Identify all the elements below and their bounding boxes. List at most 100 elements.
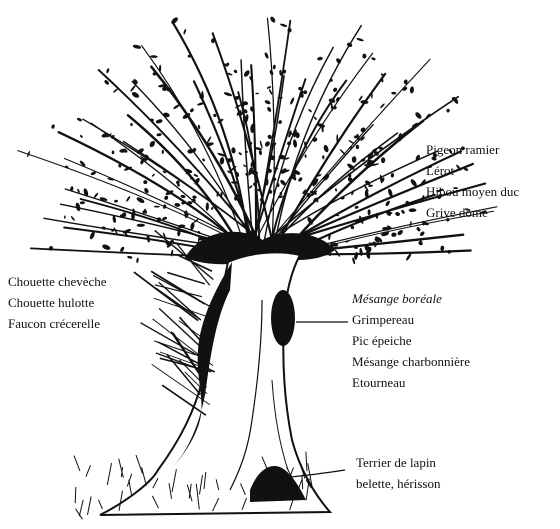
leaf [238, 152, 242, 156]
trunk [100, 252, 330, 515]
leaf [308, 109, 312, 113]
leaf [154, 206, 160, 208]
label-faucon-crecerelle: Faucon crécerelle [8, 313, 107, 334]
leaf [137, 224, 146, 227]
shrub-twig [140, 323, 198, 356]
leaf [126, 196, 131, 203]
leaf [266, 106, 272, 112]
leaf [293, 139, 298, 148]
label-mesange-charbonniere: Mésange charbonnière [352, 351, 470, 372]
leaf [51, 124, 56, 129]
leaf [346, 42, 353, 48]
leaf [93, 192, 99, 198]
leaf [380, 103, 386, 109]
leaf [163, 112, 171, 118]
leaf [440, 245, 445, 251]
grass-blade [136, 455, 142, 473]
leaf [132, 44, 141, 49]
leaf [362, 54, 366, 59]
leaf [278, 120, 283, 125]
leaf [183, 29, 187, 35]
leaf [323, 144, 330, 153]
leaf [106, 68, 110, 74]
label-group-trunk: Mésange boréale Grimpereau Pic épeiche M… [352, 288, 470, 393]
grass-blade [88, 497, 92, 515]
leaf [269, 16, 276, 24]
label-hibou-moyen-duc: Hibou moyen duc [426, 181, 519, 202]
leaf [150, 55, 158, 58]
leaf [447, 249, 452, 254]
leaf [391, 92, 396, 95]
label-group-left: Chouette chevèche Chouette hulotte Fauco… [8, 271, 107, 334]
leaf [149, 140, 157, 148]
leaf [273, 65, 276, 70]
leaf [305, 154, 307, 157]
leaf [280, 23, 288, 28]
leaf [356, 37, 364, 42]
leaf [356, 145, 360, 150]
leaf [419, 231, 425, 237]
leaf [192, 195, 197, 199]
leaf [328, 98, 336, 104]
leaf [159, 65, 161, 73]
leaf [354, 205, 359, 209]
leaf [162, 150, 164, 154]
leaf [414, 111, 423, 120]
leaf [131, 91, 140, 99]
leaf [173, 104, 180, 110]
leaf [64, 215, 66, 219]
leaf [371, 57, 376, 61]
leaf [264, 99, 271, 105]
leaf [101, 243, 111, 250]
shrub-twig [156, 288, 201, 320]
leaf [130, 123, 133, 127]
leaf [332, 105, 337, 110]
leaf [269, 69, 274, 75]
leaf [264, 140, 271, 147]
label-grimpereau: Grimpereau [352, 309, 470, 330]
leaf [193, 174, 198, 178]
leaf [446, 109, 449, 113]
label-belette-herisson: belette, hérisson [356, 473, 440, 494]
label-group-crown: Pigeon ramier Lérot Hibou moyen duc Griv… [426, 139, 519, 223]
label-group-base: Terrier de lapin belette, hérisson [356, 452, 440, 494]
leaf [114, 199, 118, 203]
label-mesange-boreale: Mésange boréale [352, 288, 470, 309]
leaf [70, 216, 75, 222]
leaf [289, 97, 295, 105]
leaf [113, 88, 119, 93]
label-etourneau: Etourneau [352, 372, 470, 393]
grass-blade [142, 467, 147, 485]
grass-blade [306, 452, 307, 472]
shrub-twig [155, 285, 202, 297]
grass-blade [79, 500, 83, 516]
leaf [163, 204, 167, 209]
shrub-twig [167, 273, 205, 284]
leaf [211, 207, 214, 211]
leaf [127, 255, 133, 259]
leaf [368, 209, 371, 215]
leaf [219, 157, 224, 165]
grass-blade [86, 465, 91, 477]
leaf [101, 226, 106, 230]
label-chouette-hulotte: Chouette hulotte [8, 292, 107, 313]
label-lerot: Lérot [426, 160, 519, 181]
leaf [385, 200, 391, 207]
leaf [151, 173, 155, 177]
grass-blade [76, 509, 83, 520]
leaf [255, 93, 259, 95]
grass-blade [74, 456, 80, 471]
leaf [335, 188, 338, 192]
leaf [397, 229, 404, 236]
leaf [401, 209, 406, 214]
grass-blade [75, 487, 76, 503]
leaf [80, 134, 84, 138]
leaf [231, 147, 236, 154]
leaf [205, 202, 209, 211]
leaf [130, 84, 137, 92]
leaf [391, 173, 395, 178]
leaf [202, 158, 206, 162]
leaf [298, 177, 304, 183]
